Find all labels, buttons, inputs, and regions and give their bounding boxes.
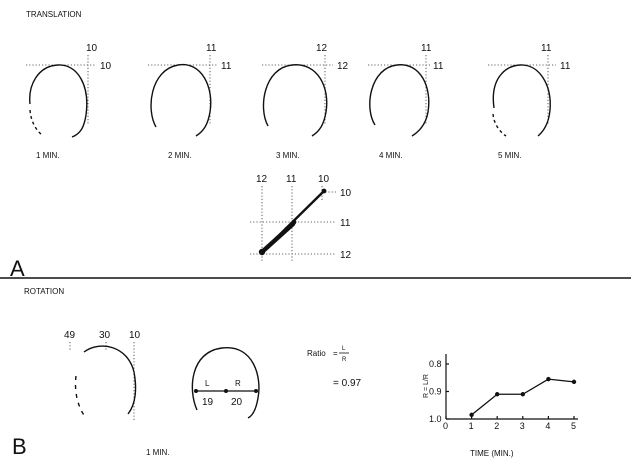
frame-4-right-tick: 11	[433, 61, 444, 72]
translation-trajectory: 12 11 10 10 11 12	[250, 174, 352, 262]
ratio-equals: =	[333, 349, 338, 358]
ratio-formula: Ratio = L R = 0.97	[307, 346, 362, 389]
head-outline	[83, 345, 137, 415]
x-tick-label: 2	[494, 421, 499, 431]
panel-b-letter: B	[12, 434, 27, 459]
head-outline	[191, 347, 260, 419]
translation-frame-1: 10 10 1 MIN.	[26, 43, 112, 160]
frame-4-time: 4 MIN.	[379, 151, 403, 160]
trajectory-point	[291, 219, 297, 225]
data-point	[520, 392, 525, 397]
trajectory-right-tick-3: 12	[340, 250, 352, 261]
head-outline	[369, 64, 430, 137]
rotation-scale-tick-3: 10	[129, 330, 141, 341]
frame-1-time: 1 MIN.	[36, 151, 60, 160]
x-tick-label: 3	[520, 421, 525, 431]
frame-3-time: 3 MIN.	[276, 151, 300, 160]
frame-2-top-tick: 11	[206, 43, 217, 54]
left-label: L	[205, 379, 210, 388]
head-outline	[150, 64, 212, 137]
panel-b-title: ROTATION	[24, 287, 64, 296]
head-outline	[492, 64, 551, 137]
rotation-frame: 49 30 10	[64, 330, 141, 420]
frame-1-top-tick: 10	[86, 43, 98, 54]
x-tick-label: 1	[469, 421, 474, 431]
rotation-time-label: 1 MIN.	[146, 448, 170, 457]
ratio-denominator: R	[342, 357, 347, 363]
translation-frame-2: 11 11 2 MIN.	[148, 43, 232, 160]
trajectory-point	[258, 248, 266, 256]
frame-5-right-tick: 11	[560, 61, 571, 72]
left-value: 19	[202, 397, 214, 408]
frame-3-top-tick: 12	[316, 43, 328, 54]
trajectory-top-tick-3: 10	[318, 174, 330, 185]
frame-5-top-tick: 11	[541, 43, 552, 54]
rotation-scale-tick-1: 49	[64, 330, 76, 341]
translation-frame-3: 12 12 3 MIN.	[262, 43, 349, 160]
trajectory-right-tick-1: 10	[340, 188, 352, 199]
x-tick-label: 0	[443, 421, 448, 431]
x-axis-label: TIME (MIN.)	[470, 449, 514, 458]
series-line	[471, 378, 575, 416]
y-tick-label: 0.9	[429, 387, 442, 397]
x-tick-label: 4	[545, 421, 550, 431]
panel-a-letter: A	[10, 256, 25, 281]
frame-2-right-tick: 11	[221, 61, 232, 72]
ratio-value: = 0.97	[333, 378, 362, 389]
head-outline-faint	[29, 109, 43, 136]
trajectory-point	[321, 188, 327, 194]
frame-5-time: 5 MIN.	[498, 151, 522, 160]
frame-1-right-tick: 10	[100, 61, 112, 72]
ratio-numerator: L	[342, 346, 346, 352]
ratio-label: Ratio	[307, 349, 326, 358]
right-label: R	[235, 379, 241, 388]
data-point	[495, 392, 500, 397]
translation-frame-5: 11 11 5 MIN.	[488, 43, 571, 160]
head-outline	[262, 64, 328, 137]
rotation-scale-tick-2: 30	[99, 330, 111, 341]
trajectory-point	[284, 226, 290, 232]
data-point	[469, 412, 474, 418]
right-value: 20	[231, 397, 243, 408]
y-tick-label: 0.8	[429, 359, 442, 369]
head-outline-faint	[492, 113, 507, 137]
translation-frame-4: 11 11 4 MIN.	[368, 43, 444, 160]
frame-3-right-tick: 12	[337, 61, 349, 72]
data-point	[546, 376, 551, 382]
y-axis-label: R = L/R	[423, 374, 430, 398]
data-point	[571, 379, 577, 385]
head-outline-faint	[74, 375, 87, 419]
head-outline	[29, 64, 88, 138]
trajectory-top-tick-2: 11	[286, 174, 297, 185]
x-tick-label: 5	[571, 421, 576, 431]
panel-a-title: TRANSLATION	[26, 10, 82, 19]
rotation-diagram: L R 19 20	[191, 347, 260, 419]
frame-2-time: 2 MIN.	[168, 151, 192, 160]
trajectory-top-tick-1: 12	[256, 174, 268, 185]
y-tick-label: 1.0	[429, 414, 442, 424]
trajectory-right-tick-2: 11	[340, 218, 351, 229]
frame-4-top-tick: 11	[421, 43, 432, 54]
